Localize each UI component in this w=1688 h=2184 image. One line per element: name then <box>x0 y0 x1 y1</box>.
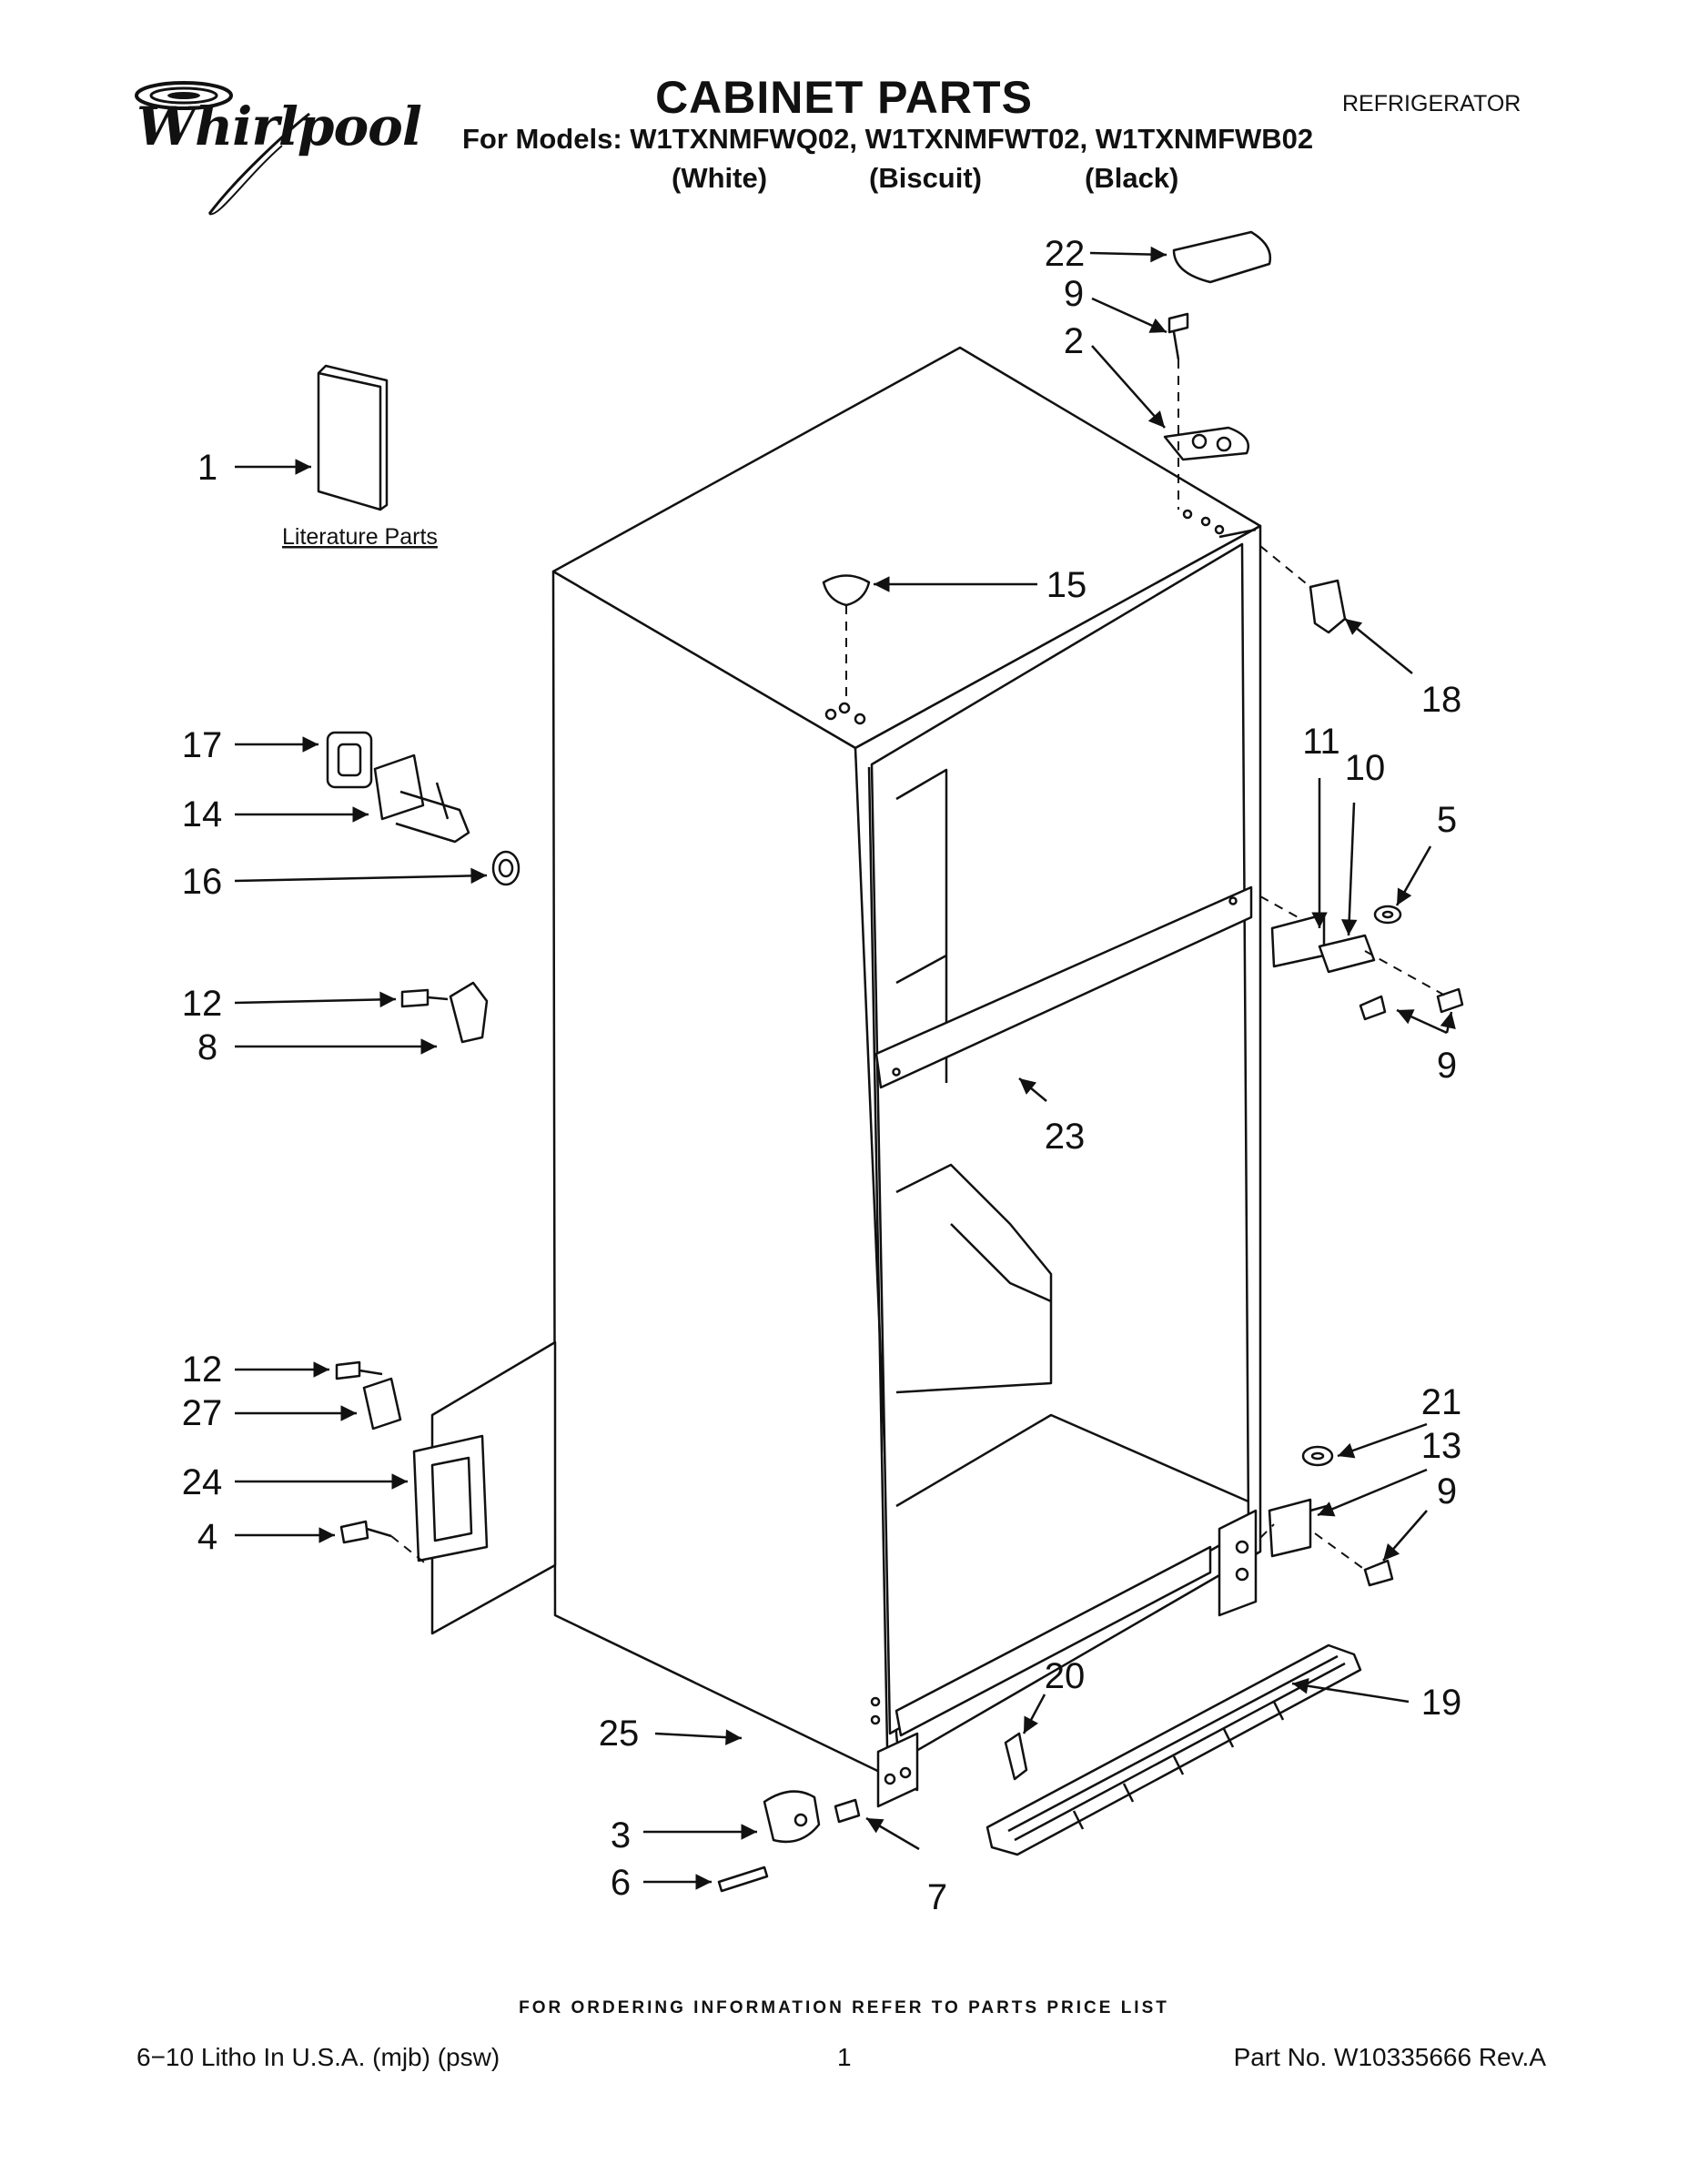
color-white: (White) <box>672 162 768 194</box>
callout-15: 15 <box>1046 565 1087 605</box>
top-hinge <box>1163 426 1249 461</box>
screw-7 <box>834 1798 861 1824</box>
gasket-17 <box>326 731 373 789</box>
callout-9-center: 9 <box>1437 1046 1457 1086</box>
callout-1: 1 <box>197 448 217 488</box>
callout-18: 18 <box>1421 680 1462 720</box>
callout-14: 14 <box>182 794 223 834</box>
color-biscuit: (Biscuit) <box>869 162 982 194</box>
callout-22: 22 <box>1045 234 1086 274</box>
callout-20: 20 <box>1045 1656 1086 1696</box>
color-black: (Black) <box>1085 162 1179 194</box>
literature-booklet <box>317 371 382 511</box>
callout-13: 13 <box>1421 1426 1462 1466</box>
literature-parts-label: Literature Parts <box>282 524 438 550</box>
screw-12a <box>400 988 449 1008</box>
callout-19: 19 <box>1421 1683 1462 1723</box>
callout-9-top: 9 <box>1064 274 1084 314</box>
center-hinge-bracket <box>1270 913 1326 968</box>
callout-25: 25 <box>599 1714 640 1754</box>
callout-23: 23 <box>1045 1117 1086 1157</box>
washer-5 <box>1373 905 1402 925</box>
ordering-info: FOR ORDERING INFORMATION REFER TO PARTS … <box>519 1998 1169 2017</box>
callout-21: 21 <box>1421 1382 1462 1422</box>
toe-grille <box>986 1643 1362 1856</box>
grille-clip <box>1004 1732 1028 1781</box>
clamp-27 <box>362 1377 402 1431</box>
hinge-cover <box>1172 230 1272 284</box>
appliance-type: REFRIGERATOR <box>1342 91 1521 116</box>
callout-5: 5 <box>1437 800 1457 840</box>
callout-17: 17 <box>182 725 223 765</box>
bracket-24 <box>412 1434 489 1562</box>
plug-button <box>822 574 871 607</box>
hinge-screw <box>1167 312 1189 360</box>
callout-6: 6 <box>611 1863 631 1903</box>
callout-12-bottom: 12 <box>182 1350 223 1390</box>
callout-3: 3 <box>611 1815 631 1855</box>
stop-pin-14 <box>373 753 425 821</box>
callout-11: 11 <box>1302 722 1340 762</box>
whirlpool-logo <box>135 81 310 216</box>
callout-27: 27 <box>182 1393 223 1433</box>
center-hinge <box>1318 934 1376 974</box>
pin-6 <box>717 1866 769 1893</box>
bracket-8 <box>449 981 489 1044</box>
callout-12-top: 12 <box>182 984 223 1024</box>
model-list: For Models: W1TXNMFWQ02, W1TXNMFWT02, W1… <box>462 123 1314 155</box>
callout-16: 16 <box>182 862 223 902</box>
cabinet-body <box>430 346 1262 1808</box>
litho-line: 6−10 Litho In U.S.A. (mjb) (psw) <box>136 2043 500 2071</box>
hinge-cover-clip <box>1309 579 1347 634</box>
screw-9a <box>1359 995 1387 1021</box>
callout-8: 8 <box>197 1027 217 1067</box>
callout-10: 10 <box>1345 748 1386 788</box>
callout-2: 2 <box>1064 321 1084 361</box>
screw-9c <box>1363 1559 1394 1587</box>
page-title: CABINET PARTS <box>655 72 1033 123</box>
callout-9-bottom: 9 <box>1437 1471 1457 1512</box>
bushing-16 <box>491 850 521 886</box>
brand-wordmark: Whirlpool <box>136 96 422 157</box>
screw-9b <box>1436 987 1464 1014</box>
callout-24: 24 <box>182 1462 223 1502</box>
screw-12b <box>335 1360 383 1380</box>
part-number: Part No. W10335666 Rev.A <box>1233 2043 1546 2071</box>
screw-4 <box>339 1520 392 1544</box>
callout-4: 4 <box>197 1517 217 1557</box>
washer-21 <box>1301 1445 1334 1467</box>
bottom-hinge-13 <box>1268 1498 1312 1558</box>
leveling-leg <box>763 1790 821 1844</box>
page-number: 1 <box>837 2043 852 2071</box>
